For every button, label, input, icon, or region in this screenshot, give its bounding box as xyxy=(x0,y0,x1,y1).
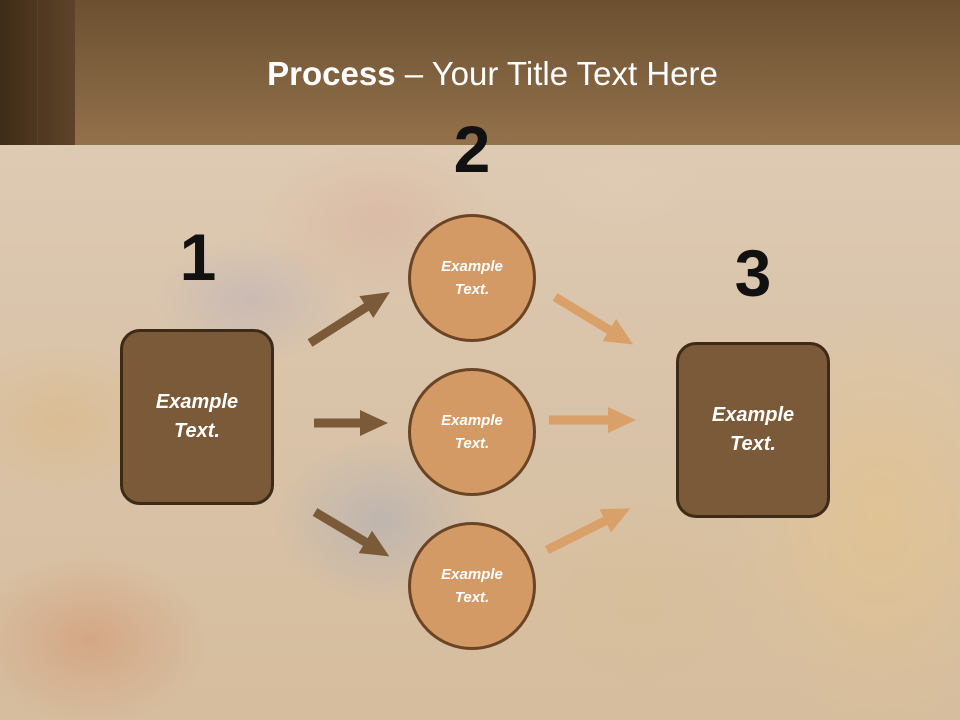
title-bar xyxy=(0,0,960,145)
slide-title: Process – Your Title Text Here xyxy=(0,52,960,96)
arrow-to-step3-top xyxy=(552,293,634,345)
title-rest: – Your Title Text Here xyxy=(395,55,718,92)
title-bar-accent xyxy=(0,0,75,145)
title-bold: Process xyxy=(267,55,396,92)
arrow-to-step3-bottom xyxy=(544,508,631,555)
step-number-3: 3 xyxy=(734,236,772,310)
step-number-2: 2 xyxy=(453,112,491,186)
title-bar-accent-line xyxy=(37,0,38,145)
arrow-to-step2-top xyxy=(307,292,390,347)
arrow-to-step2-bottom xyxy=(312,508,390,557)
step-number-1: 1 xyxy=(179,220,217,294)
